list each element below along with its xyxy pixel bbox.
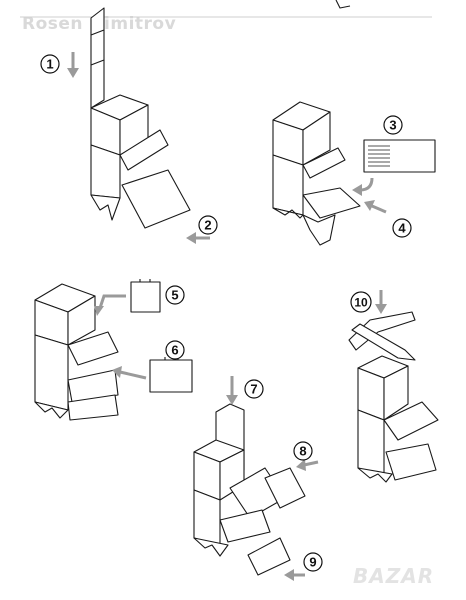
stove-step-5 — [34, 283, 119, 421]
step-2-marker: 2 — [198, 215, 218, 235]
grate-panel — [363, 139, 436, 173]
arrow-5 — [98, 294, 126, 309]
arrow-5-head — [94, 306, 104, 316]
curved-arrow-3-head — [352, 184, 362, 196]
step-3-label: 3 — [389, 118, 396, 133]
step-5-marker: 5 — [165, 285, 185, 305]
arrow-1 — [67, 52, 79, 78]
step-9-marker: 9 — [303, 552, 323, 572]
step-6-label: 6 — [171, 343, 178, 358]
step-3-marker: 3 — [383, 115, 403, 135]
stove-step-1 — [90, 7, 191, 229]
step-4-marker: 4 — [392, 218, 412, 238]
step-7-label: 7 — [250, 382, 257, 397]
arrow-2 — [186, 232, 210, 244]
bazar-logo: BAZAR — [353, 564, 435, 588]
stove-step-7 — [193, 403, 291, 576]
step-4-label: 4 — [398, 221, 406, 236]
step-8-label: 8 — [299, 444, 306, 459]
step-10-marker: 10 — [350, 291, 372, 313]
step-1-marker: 1 — [40, 54, 60, 74]
arrow-6-head — [112, 366, 122, 378]
panel-8 — [264, 467, 306, 509]
step-6-marker: 6 — [165, 340, 185, 360]
step-7-marker: 7 — [244, 379, 264, 399]
arrow-8 — [296, 459, 319, 471]
step-9-label: 9 — [309, 555, 316, 570]
arrow-7 — [226, 376, 238, 405]
stove-step-3 — [272, 101, 361, 246]
arrow-9 — [284, 569, 305, 581]
arrow-6 — [119, 370, 147, 380]
step-10-label: 10 — [354, 296, 368, 310]
top-fragment — [335, 0, 351, 9]
panel-6 — [149, 357, 193, 393]
arrow-4 — [364, 200, 387, 214]
x-shaped-top — [348, 311, 416, 361]
step-5-label: 5 — [171, 288, 178, 303]
step-1-label: 1 — [46, 57, 53, 72]
arrow-10 — [375, 290, 387, 314]
stove-step-10 — [357, 355, 439, 483]
step-2-label: 2 — [204, 218, 211, 233]
step-8-marker: 8 — [293, 441, 313, 461]
panel-5 — [130, 279, 161, 313]
